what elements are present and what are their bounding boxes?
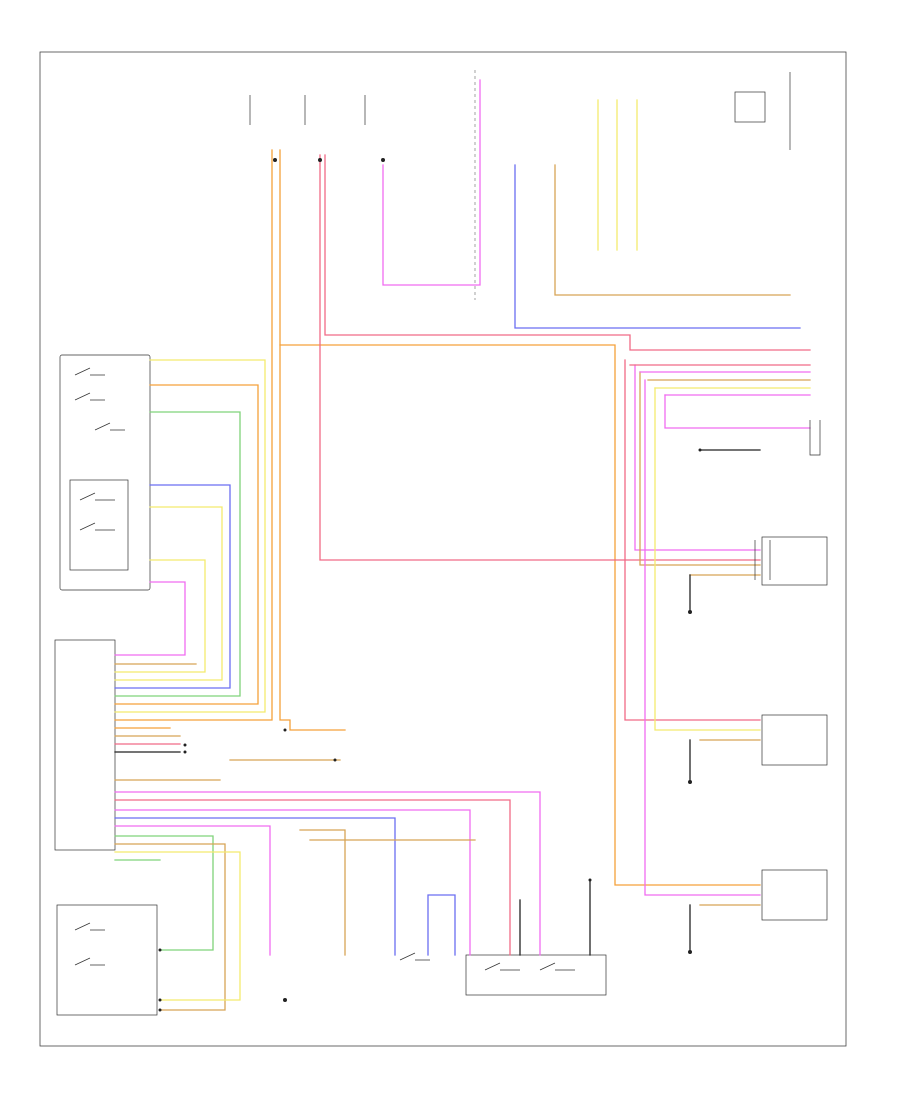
top-right-component	[734, 91, 766, 123]
left-switch-inner	[69, 479, 129, 571]
right-connector-3	[761, 869, 828, 921]
switch-symbols	[74, 95, 821, 971]
wires	[114, 79, 811, 1011]
right-connector-1	[761, 536, 828, 586]
left-switch-block	[59, 354, 151, 591]
left-control-module	[54, 639, 116, 851]
components	[54, 70, 828, 1016]
bottom-center-block	[465, 954, 607, 996]
right-connector-2	[761, 714, 828, 766]
ground-markers	[158, 158, 702, 1012]
diagram-frame	[39, 51, 847, 1047]
lower-left-switch	[56, 904, 158, 1016]
